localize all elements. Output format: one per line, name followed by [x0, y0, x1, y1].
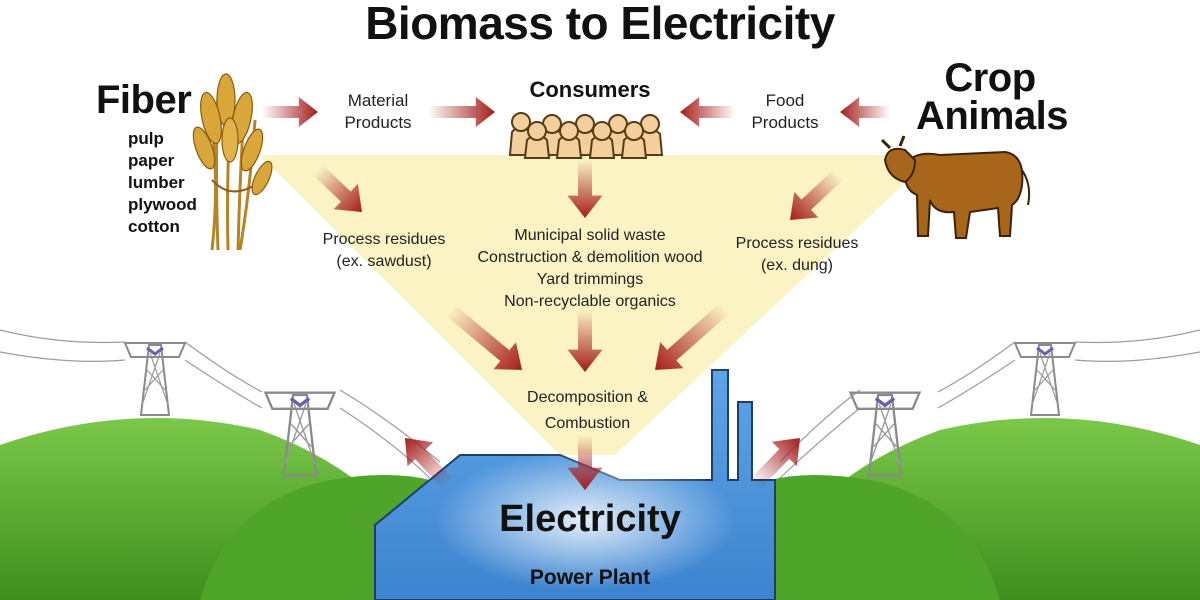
hill-left-front: [200, 475, 430, 600]
decomposition-label: Decomposition & Combustion: [527, 389, 648, 432]
power-lines-left: [0, 329, 441, 479]
funnel-shape: [260, 155, 935, 455]
arrows: [262, 97, 890, 490]
people-icon: [508, 112, 664, 159]
cow-icon: [880, 135, 1031, 239]
municipal-waste-label: Municipal solid waste Construction & dem…: [477, 227, 703, 310]
power-plant-shape: [374, 369, 776, 600]
consumers-label: Consumers: [529, 77, 651, 102]
arrow-food-to-consumers: [680, 97, 735, 127]
arrow-plant-to-right-grid: [749, 438, 800, 489]
fiber-item: paper: [128, 151, 175, 170]
fiber-item: pulp: [128, 129, 164, 148]
fiber-list: pulp paper lumber plywood cotton: [128, 128, 197, 238]
page-title: Biomass to Electricity: [365, 0, 835, 49]
food-products-label: Food Products: [751, 91, 819, 132]
arrow-consumers-to-msw: [567, 160, 603, 218]
crop-label: Crop: [944, 56, 1036, 100]
arrow-animals-to-food: [840, 97, 890, 127]
hill-right-front: [770, 475, 1000, 600]
arrow-plant-to-left-grid: [405, 438, 454, 489]
arrow-right-to-decomp: [654, 302, 730, 371]
arrow-decomp-to-plant: [567, 435, 603, 490]
process-residues-left-label: Process residues (ex. sawdust): [322, 231, 446, 270]
animals-label: Animals: [915, 94, 1069, 138]
fiber-item: lumber: [128, 173, 185, 192]
fiber-heading: Fiber: [96, 78, 192, 122]
process-residues-right-label: Process residues (ex. dung): [735, 235, 859, 274]
arrow-center-to-decomp: [567, 310, 603, 372]
fiber-item: cotton: [128, 217, 180, 236]
arrow-cow-to-residues: [790, 169, 843, 220]
arrow-left-to-decomp: [445, 304, 523, 371]
wheat-icon: [192, 73, 273, 251]
power-plant-label: Power Plant: [529, 566, 651, 589]
tower-left-far: [123, 341, 187, 417]
arrow-fiber-to-material: [262, 97, 318, 127]
tower-right-far: [1013, 341, 1077, 417]
electricity-label: Electricity: [499, 498, 681, 540]
material-products-label: Material Products: [344, 91, 412, 132]
fiber-item: plywood: [128, 195, 197, 214]
arrow-material-to-consumers: [428, 97, 495, 127]
arrow-fiber-to-residues: [313, 164, 362, 212]
